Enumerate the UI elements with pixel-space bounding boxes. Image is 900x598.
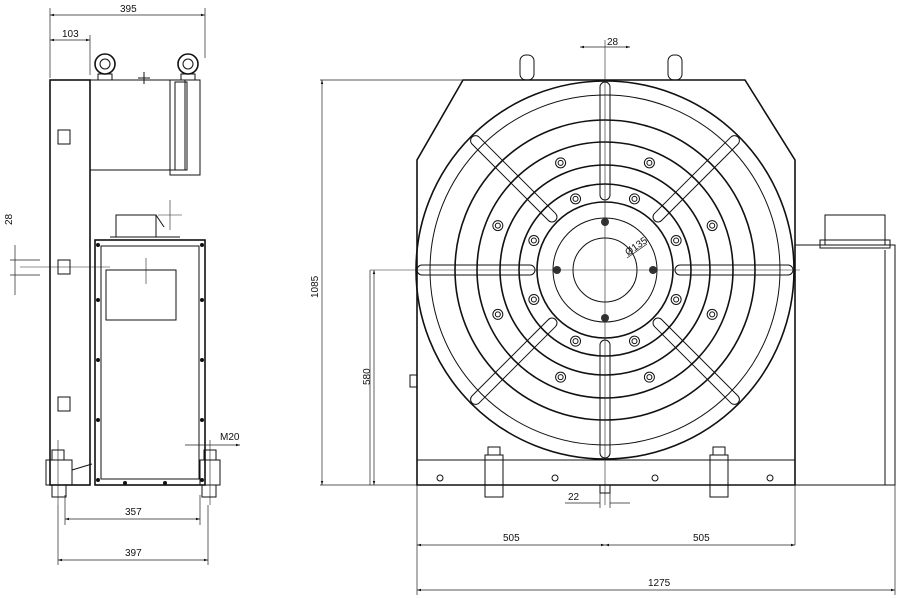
- bolt-hole: [494, 222, 501, 229]
- side-view: [20, 53, 221, 505]
- rotary-table: [370, 40, 800, 505]
- bolt-hole: [557, 159, 564, 166]
- dim-28-side: 28: [4, 213, 15, 225]
- bolt-hole: [628, 335, 640, 347]
- bolt-hole: [673, 296, 680, 303]
- bolt-hole: [673, 237, 680, 244]
- bolt-hole: [646, 374, 653, 381]
- bolt-hole: [643, 371, 655, 383]
- dim-22: 22: [568, 492, 580, 503]
- bolt-hole: [557, 374, 564, 381]
- bolt-hole: [709, 311, 716, 318]
- dim-580: 580: [362, 368, 373, 385]
- bolt-hole: [643, 157, 655, 169]
- bolt-hole: [570, 193, 582, 205]
- bolt-hole: [631, 338, 638, 345]
- dim-505-right: 505: [693, 533, 710, 544]
- bolt-hole: [492, 308, 504, 320]
- dim-103: 103: [62, 29, 79, 40]
- bolt-hole: [494, 311, 501, 318]
- front-view-dimensions: 28 Ø135 1085 580 22 505 505 1275: [310, 37, 896, 595]
- bolt-hole: [670, 235, 682, 247]
- bolt-hole: [528, 293, 540, 305]
- bolt-hole: [670, 293, 682, 305]
- dim-1085: 1085: [310, 275, 321, 298]
- front-view: [370, 40, 896, 505]
- foot-bolts: [436, 446, 774, 498]
- bolt-hole: [570, 335, 582, 347]
- bolt-hole: [530, 296, 537, 303]
- bolt-hole: [528, 235, 540, 247]
- bolt-hole: [706, 220, 718, 232]
- dim-1275: 1275: [648, 578, 671, 589]
- bolt-hole: [706, 308, 718, 320]
- bolt-hole: [555, 157, 567, 169]
- bolt-hole: [492, 220, 504, 232]
- bolt-hole: [572, 338, 579, 345]
- dim-505-left: 505: [503, 533, 520, 544]
- dim-397: 397: [125, 548, 142, 559]
- dim-395: 395: [120, 4, 137, 15]
- side-view-dimensions: 395 103 28 M20 357 397: [4, 4, 240, 565]
- dim-m20: M20: [220, 432, 240, 443]
- bolt-hole: [555, 371, 567, 383]
- bolt-hole: [628, 193, 640, 205]
- t-slot: [470, 135, 558, 223]
- t-slot: [470, 317, 558, 405]
- bolt-hole: [572, 195, 579, 202]
- bolt-hole: [646, 159, 653, 166]
- t-slot: [652, 317, 740, 405]
- t-slot: [652, 135, 740, 223]
- bolt-hole: [530, 237, 537, 244]
- dim-357: 357: [125, 507, 142, 518]
- bolt-hole: [631, 195, 638, 202]
- bolt-hole: [709, 222, 716, 229]
- dim-28-top: 28: [607, 37, 619, 48]
